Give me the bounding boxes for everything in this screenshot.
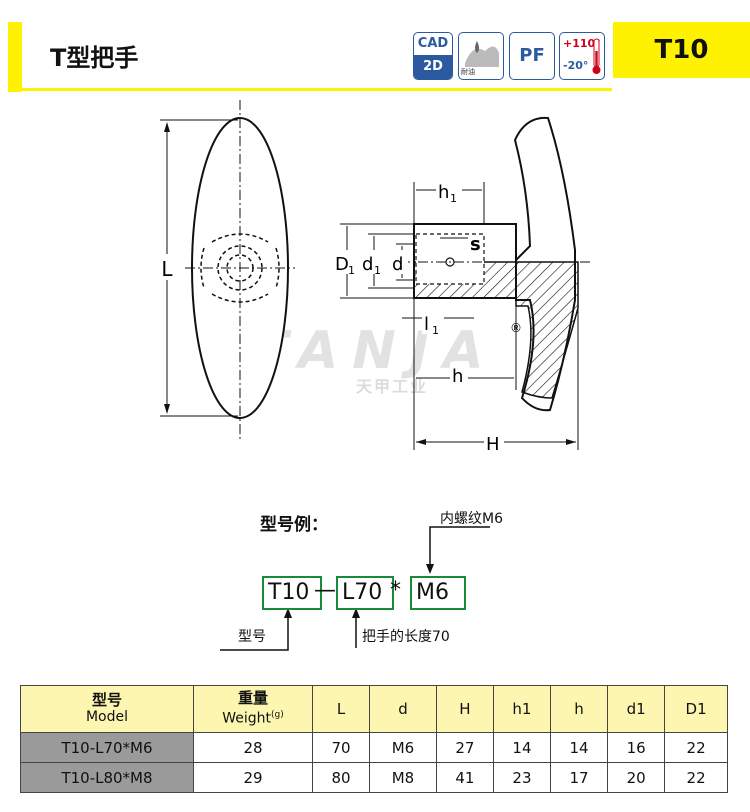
watermark-cn: 天甲工业	[356, 377, 428, 396]
example-length-code: L70	[336, 576, 394, 610]
header-D1: D1	[664, 685, 728, 733]
thread-note: 内螺纹M6	[440, 511, 503, 527]
thermometer-icon	[592, 38, 601, 74]
dim-label-L: L	[161, 257, 173, 281]
temperature-badge: +110° -20°	[559, 32, 605, 80]
temp-low: -20°	[563, 59, 589, 72]
cell-d1: 20	[607, 762, 666, 793]
cell-H: 41	[435, 762, 494, 793]
cell-h1: 23	[492, 762, 552, 793]
model-note: 型号	[238, 629, 266, 645]
cell-h: 14	[549, 732, 609, 763]
example-title: 型号例：	[260, 515, 328, 535]
cad-label: CAD	[417, 36, 449, 51]
header-h1: h1	[492, 685, 552, 733]
header-model: 型号 Model	[20, 685, 194, 733]
cell-h1: 14	[492, 732, 552, 763]
cell-L: 80	[311, 762, 371, 793]
registered-mark: ®	[510, 321, 522, 335]
page-header: T型把手 CAD 2D 耐油 PF +110° -20° T10	[8, 22, 750, 92]
dim-label-s: s	[470, 234, 481, 255]
cad-2d-badge: CAD 2D	[413, 32, 453, 80]
spec-table: 型号 Model 重量 Weight(g) L d H h1 h d1 D1 T…	[20, 685, 728, 793]
cell-d: M8	[369, 762, 437, 793]
product-code: T10	[613, 22, 750, 78]
header-accent-bar	[8, 22, 22, 92]
header-weight: 重量 Weight(g)	[193, 685, 313, 733]
example-star: *	[390, 578, 401, 603]
pf-badge: PF	[509, 32, 555, 80]
dim-label-h: h	[452, 366, 463, 387]
table-row: T10-L80*M8 29 80 M8 41 23 17 20 22	[20, 762, 728, 793]
dim-label-D1: D	[335, 254, 349, 275]
cell-model: T10-L80*M8	[20, 762, 194, 793]
dim-label-d: d	[392, 254, 403, 275]
length-note: 把手的长度70	[362, 629, 450, 645]
cad-2d-label: 2D	[414, 55, 452, 79]
dim-label-l1: l	[424, 314, 429, 335]
cell-weight: 28	[193, 732, 313, 763]
dim-label-D1-sub: 1	[348, 264, 355, 277]
header-L: L	[311, 685, 371, 733]
dim-label-d1: d	[362, 254, 373, 275]
cell-d1: 16	[607, 732, 666, 763]
cell-H: 27	[435, 732, 494, 763]
cell-L: 70	[311, 732, 371, 763]
oil-drop-icon	[465, 41, 499, 67]
page-title: T型把手	[50, 44, 139, 72]
technical-drawing: TANJA 天甲工业 L	[156, 100, 590, 455]
header-d1: d1	[607, 685, 666, 733]
watermark-brand: TANJA	[253, 321, 498, 381]
header-h: h	[549, 685, 609, 733]
cell-D1: 22	[664, 732, 728, 763]
cell-weight: 29	[193, 762, 313, 793]
cell-h: 17	[549, 762, 609, 793]
cell-D1: 22	[664, 762, 728, 793]
example-thread-code: M6	[410, 576, 466, 610]
example-model-code: T10	[262, 576, 322, 610]
temp-high: +110°	[563, 37, 601, 50]
dim-label-H: H	[486, 434, 500, 455]
header-d: d	[369, 685, 437, 733]
header-underline	[22, 88, 612, 91]
cell-model: T10-L70*M6	[20, 732, 194, 763]
oil-label: 耐油	[461, 68, 475, 76]
cell-d: M6	[369, 732, 437, 763]
dim-label-d1-sub: 1	[374, 264, 381, 277]
table-header-row: 型号 Model 重量 Weight(g) L d H h1 h d1 D1	[20, 685, 728, 733]
example-dash: —	[314, 578, 336, 603]
dim-label-h1-sub: 1	[450, 192, 457, 205]
front-view: L	[156, 100, 295, 440]
table-row: T10-L70*M6 28 70 M6 27 14 14 16 22	[20, 732, 728, 763]
oil-resistant-badge: 耐油	[458, 32, 504, 80]
header-H: H	[435, 685, 494, 733]
dim-label-l1-sub: 1	[432, 324, 439, 337]
side-section-view: D 1 d 1 d h 1 s l 1 h ® H	[332, 116, 590, 455]
dim-label-h1: h	[438, 182, 449, 203]
